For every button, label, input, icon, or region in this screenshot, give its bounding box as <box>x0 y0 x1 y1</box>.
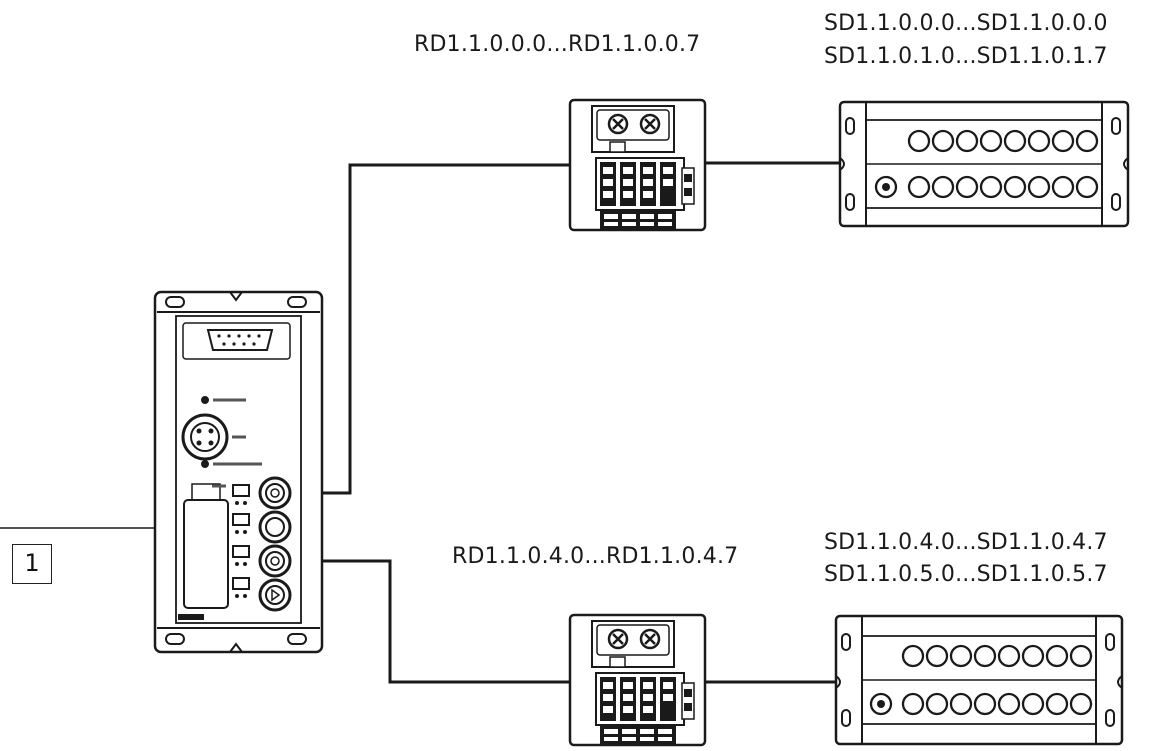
power-led-icon <box>201 460 209 468</box>
controller-brand-strip <box>178 614 204 620</box>
fiber-port-2 <box>258 510 292 544</box>
controller-housing <box>153 290 324 654</box>
sub-d-connector-recess <box>182 322 291 360</box>
sd-bottom-address-range-1: SD1.1.0.4.0...SD1.1.0.4.7 <box>824 530 1108 555</box>
rd-top-address-range: RD1.1.0.0.0...RD1.1.0.0.7 <box>414 32 701 57</box>
sd-bottom-address-range-2: SD1.1.0.5.0...SD1.1.0.5.7 <box>824 562 1108 587</box>
sd-module-top <box>838 100 1130 228</box>
power-connector-inner <box>190 422 220 452</box>
port-led-indicators <box>235 501 247 598</box>
fiber-port-1 <box>258 476 292 510</box>
sub-d-connector <box>206 329 274 351</box>
power-connector-outer <box>181 413 229 461</box>
housing-top-notch <box>229 291 243 302</box>
cable-to-top-rd-module <box>290 163 570 495</box>
mount-hole-bottom-right <box>287 633 307 645</box>
cable-to-bottom-rd-module <box>290 559 570 684</box>
status-led-icon <box>201 396 209 404</box>
option-slot-tab <box>191 483 221 501</box>
controller-front-panel <box>175 315 302 624</box>
housing-bottom-notch <box>229 642 243 653</box>
mount-hole-top-left <box>165 296 185 308</box>
rd-module-bottom <box>568 613 707 747</box>
sd-top-address-range-2: SD1.1.0.1.0...SD1.1.0.1.7 <box>824 44 1108 69</box>
rd-bottom-address-range: RD1.1.0.4.0...RD1.1.0.4.7 <box>452 544 739 569</box>
power-connector-pins <box>196 428 214 446</box>
fiber-port-3 <box>258 544 292 578</box>
fiber-port-4 <box>258 578 292 612</box>
cables <box>290 161 840 684</box>
sd-top-address-range-1: SD1.1.0.0.0...SD1.1.0.0.0 <box>824 11 1108 36</box>
mount-hole-bottom-left <box>165 633 185 645</box>
sd-module-bottom <box>834 614 1124 746</box>
sub-d-pins <box>217 334 261 346</box>
port-leds <box>232 484 250 590</box>
master-controller <box>153 290 324 654</box>
callout-number-box: 1 <box>12 544 52 584</box>
rd-module-top <box>568 98 707 232</box>
mount-hole-top-right <box>287 296 307 308</box>
